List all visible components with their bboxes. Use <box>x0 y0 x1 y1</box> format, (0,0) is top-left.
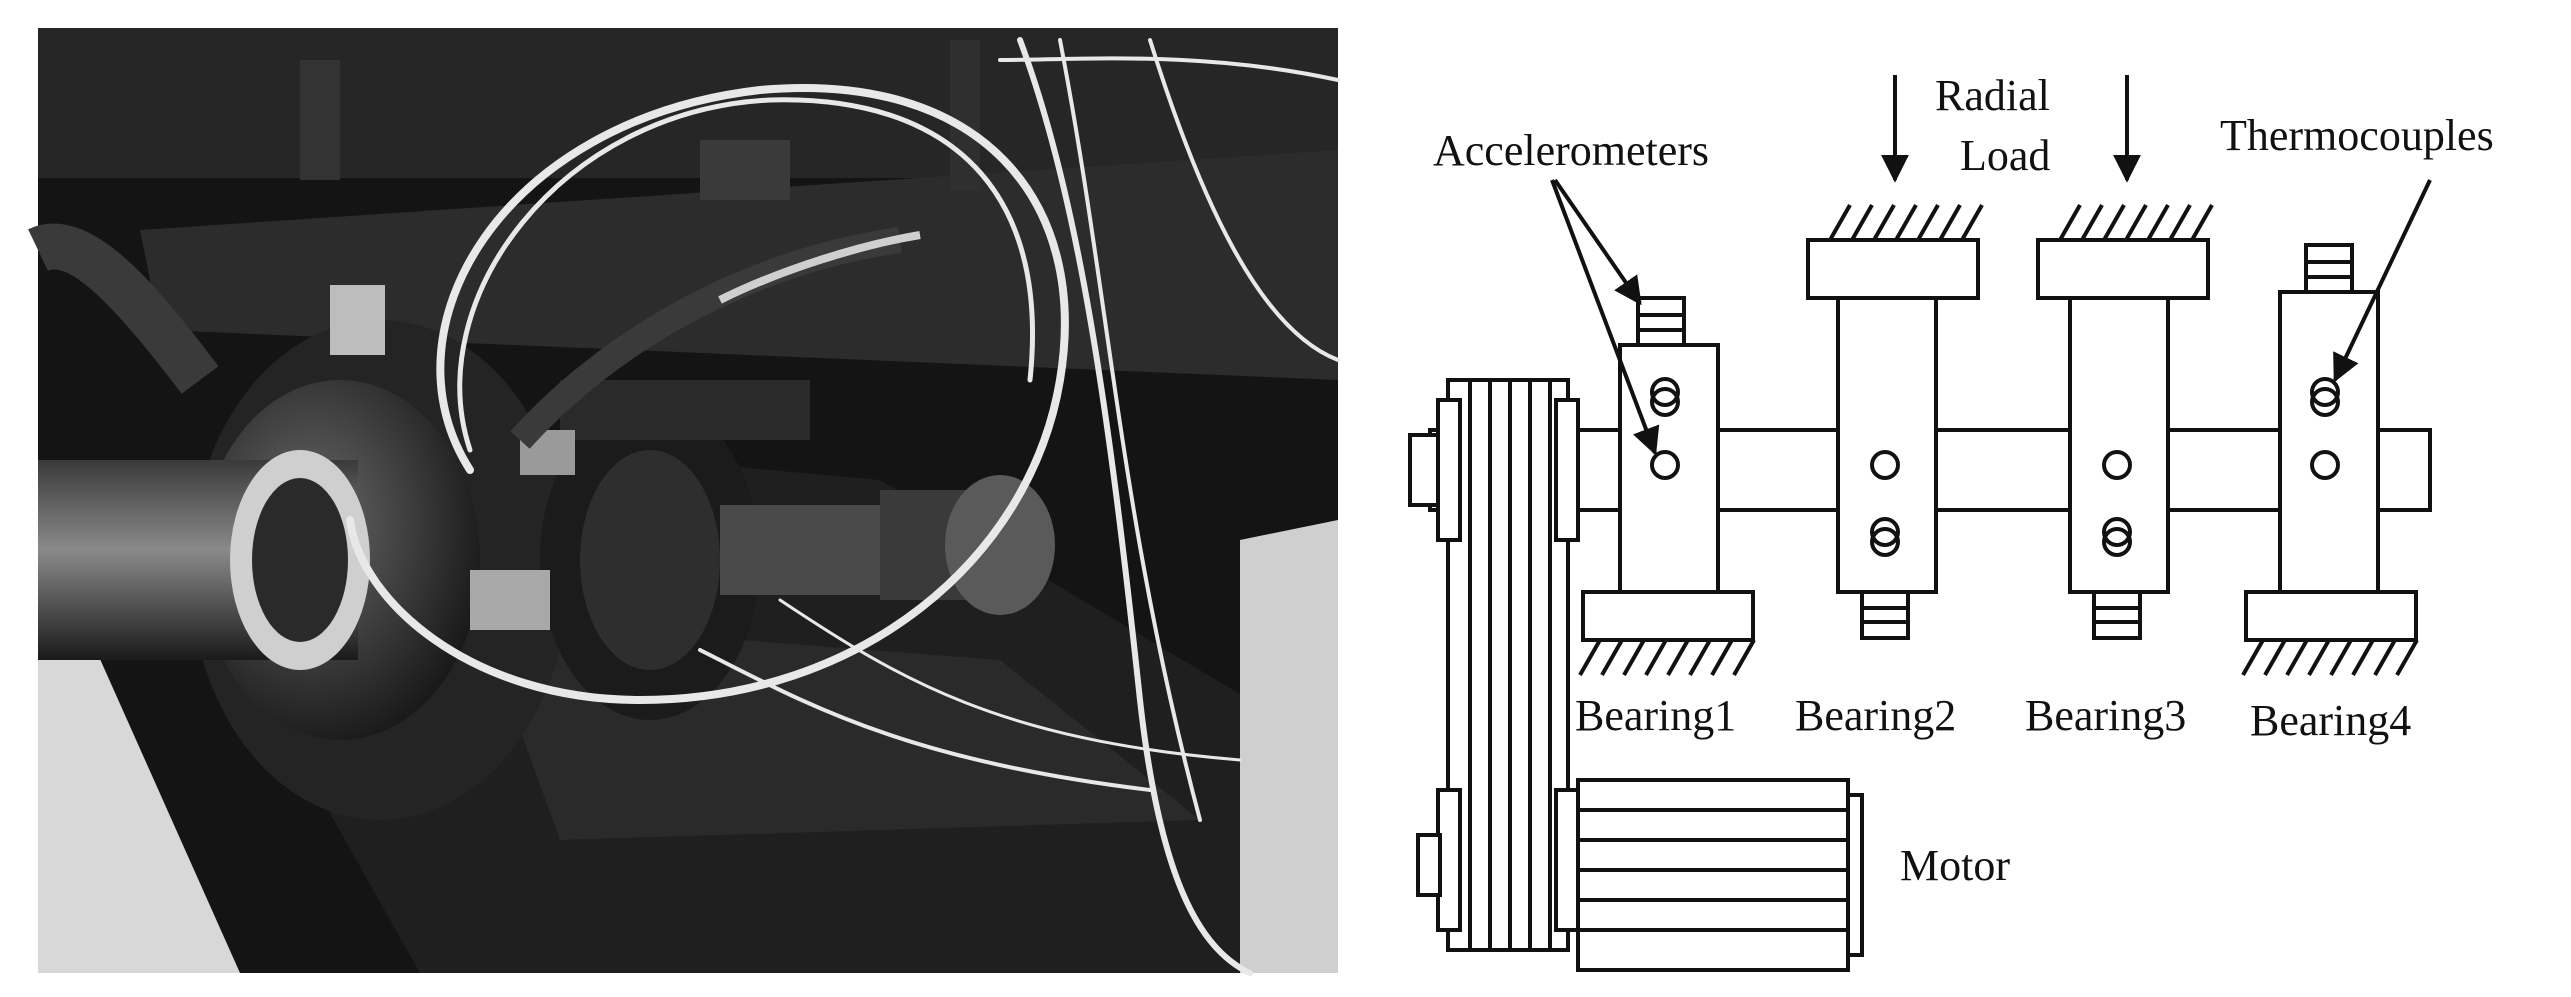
label-bearing-2: Bearing2 <box>1795 691 1956 740</box>
label-bearing-3: Bearing3 <box>2025 691 2186 740</box>
label-load: Load <box>1960 131 2050 180</box>
accelerometer-leader-1 <box>1553 178 1642 306</box>
label-thermocouples: Thermocouples <box>2220 111 2494 160</box>
thermocouple-leader <box>2333 179 2432 383</box>
test-rig-photo <box>28 28 1340 976</box>
bearing-1 <box>1578 296 1756 676</box>
bearing-4 <box>2241 243 2419 676</box>
accelerometer-leader-2 <box>1550 179 1660 456</box>
belt-pulley-assembly <box>1408 378 1580 952</box>
bearing-3 <box>2036 204 2214 640</box>
label-bearing-1: Bearing1 <box>1575 691 1736 740</box>
bearing-test-rig-schematic: Accelerometers Radial Load Thermocouples… <box>1408 71 2494 972</box>
bearing-2 <box>1806 204 1984 640</box>
label-motor: Motor <box>1900 841 2010 890</box>
motor <box>1576 778 1864 972</box>
label-bearing-4: Bearing4 <box>2250 696 2411 745</box>
label-accelerometers: Accelerometers <box>1433 126 1709 175</box>
label-radial: Radial <box>1935 71 2050 120</box>
